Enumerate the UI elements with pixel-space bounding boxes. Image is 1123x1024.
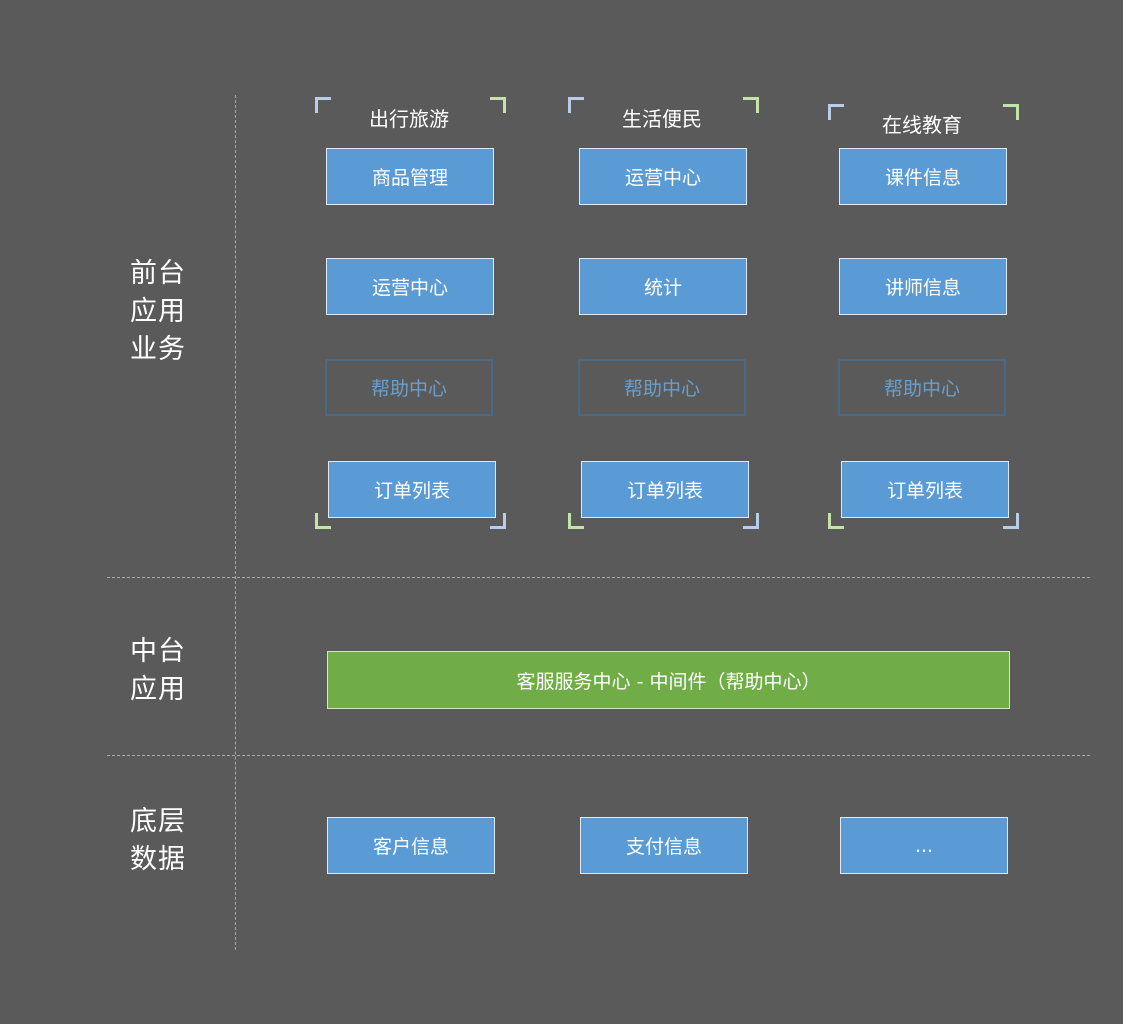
box-lecturer-info: 讲师信息 [839,258,1007,315]
box-help-center-ghost: 帮助中心 [325,359,493,416]
box-product-management: 商品管理 [326,148,494,205]
box-payment-info: 支付信息 [580,817,748,874]
layer-label-front: 前台 应用 业务 [130,255,200,369]
bracket-corner-bottom-left [315,513,331,529]
layer-label-bottom: 底层 数据 [130,803,200,879]
bracket-corner-top-left [828,104,844,120]
box-order-list: 订单列表 [841,461,1009,518]
column-title-education: 在线教育 [882,113,962,137]
bracket-corner-bottom-right [743,513,759,529]
bracket-corner-top-right [1003,104,1019,120]
box-help-center-ghost: 帮助中心 [578,359,746,416]
vertical-divider [235,95,236,950]
bracket-corner-top-right [743,97,759,113]
column-title-life: 生活便民 [622,107,702,131]
box-statistics: 统计 [579,258,747,315]
box-courseware-info: 课件信息 [839,148,1007,205]
bracket-corner-top-left [315,97,331,113]
layer-label-line: 中台 [130,636,186,667]
middleware-customer-service-center: 客服服务中心 - 中间件（帮助中心） [327,651,1010,709]
bracket-corner-bottom-right [490,513,506,529]
box-help-center-ghost: 帮助中心 [838,359,1006,416]
box-order-list: 订单列表 [581,461,749,518]
bracket-corner-top-left [568,97,584,113]
box-customer-info: 客户信息 [327,817,495,874]
layer-label-line: 应用 [130,674,186,705]
layer-label-line: 数据 [130,844,186,875]
bracket-corner-bottom-left [568,513,584,529]
column-title-travel: 出行旅游 [369,107,449,131]
layer-label-line: 应用 [130,296,186,327]
box-operations-center: 运营中心 [326,258,494,315]
box-order-list: 订单列表 [328,461,496,518]
layer-label-line: 前台 [130,258,186,289]
layer-label-middle: 中台 应用 [130,633,200,709]
divider-front-middle [107,577,1090,578]
box-more-ellipsis: ... [840,817,1008,874]
divider-middle-bottom [107,755,1090,756]
bracket-corner-bottom-left [828,513,844,529]
bracket-corner-top-right [490,97,506,113]
layer-label-line: 业务 [130,334,186,365]
layer-label-line: 底层 [130,806,186,837]
box-operations-center: 运营中心 [579,148,747,205]
bracket-corner-bottom-right [1003,513,1019,529]
